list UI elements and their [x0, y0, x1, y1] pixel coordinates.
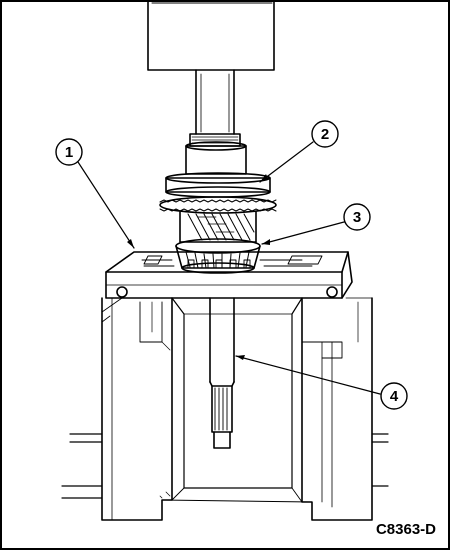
leader-4 — [235, 355, 381, 395]
arrowhead-1 — [127, 239, 134, 248]
leader-1 — [77, 161, 135, 249]
leader-3 — [261, 221, 345, 245]
callout-4-number: 4 — [390, 388, 399, 405]
callout-1: 1 — [55, 138, 83, 166]
output-shaft — [209, 297, 235, 449]
helical-gear — [179, 211, 257, 243]
splitter-plate — [105, 251, 353, 299]
callout-2: 2 — [311, 120, 339, 148]
gear-teeth-ring — [159, 196, 277, 214]
press-fixture-right — [301, 297, 373, 521]
callout-2-number: 2 — [321, 126, 329, 143]
callout-3: 3 — [343, 203, 371, 231]
callout-1-number: 1 — [65, 144, 73, 161]
arrowhead-2 — [260, 174, 268, 182]
press-bed-lines — [61, 433, 389, 499]
leader-2 — [259, 141, 314, 183]
roller-bearing — [175, 238, 261, 274]
press-ram-housing — [147, 2, 275, 71]
arrowhead-4 — [236, 355, 245, 360]
leader-arrowheads — [127, 174, 270, 360]
figure-code: C8363-D — [376, 521, 436, 538]
arrowhead-3 — [262, 239, 270, 245]
callout-leaders — [77, 141, 381, 395]
press-fixture-center — [159, 297, 313, 503]
press-fixture-left — [101, 297, 173, 521]
callout-4: 4 — [380, 382, 408, 410]
shaft-collar — [165, 141, 271, 198]
callout-3-number: 3 — [353, 209, 361, 226]
press-ram-shaft — [189, 69, 241, 147]
